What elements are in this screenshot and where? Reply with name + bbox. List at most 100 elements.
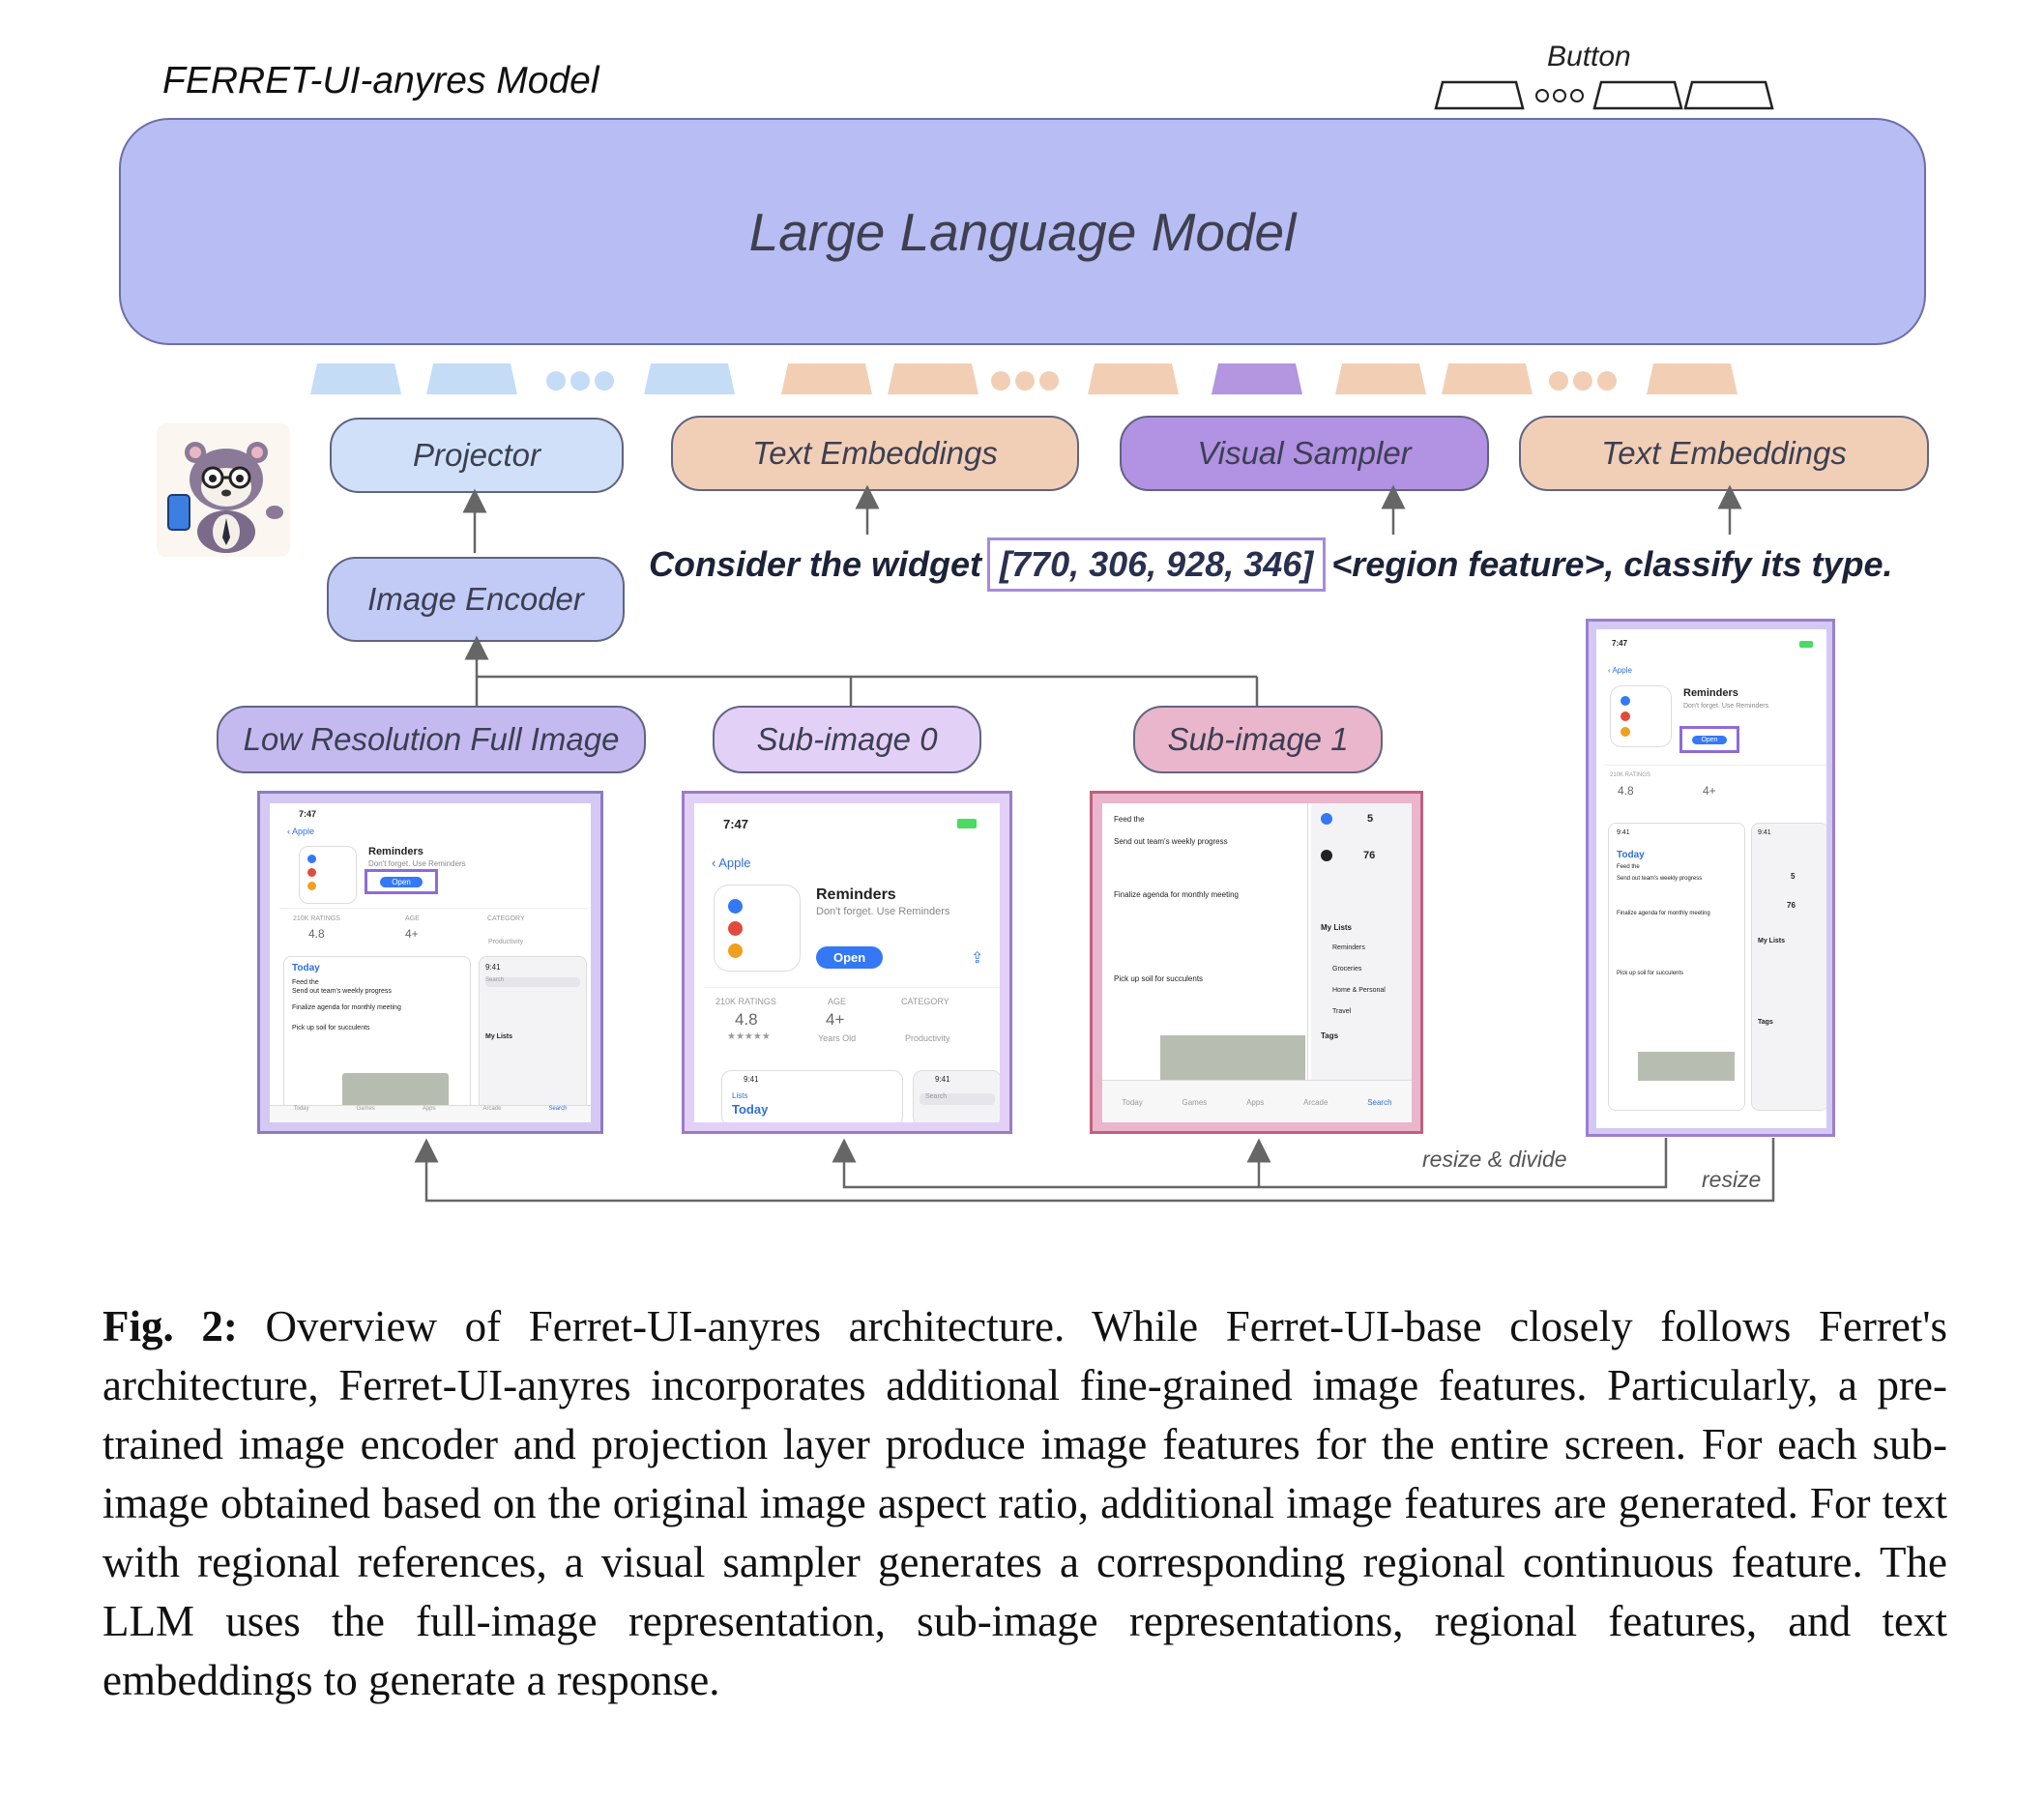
app-icon (1610, 685, 1672, 747)
image-token (644, 363, 735, 394)
age-value: 4+ (1703, 784, 1716, 798)
tab-arcade[interactable]: Arcade (482, 1106, 502, 1112)
rating-value: 4.8 (308, 927, 325, 941)
llm-label: Large Language Model (748, 201, 1297, 262)
input-token-row (310, 363, 1737, 394)
app-icon (714, 885, 801, 972)
category-label: CATEGORY (487, 915, 525, 922)
age-label: AGE (405, 915, 420, 922)
low-res-label-box: Low Resolution Full Image (217, 706, 646, 773)
llm-block: Large Language Model (119, 118, 1926, 345)
task-item: Pick up soil for succulents (1617, 971, 1684, 976)
share-icon[interactable]: ⇪ (971, 950, 984, 967)
chevron-left-icon: ‹ (712, 856, 719, 870)
ellipsis-dot (1553, 89, 1566, 102)
prompt-coordinates: [770, 306, 928, 346] (987, 537, 1327, 592)
rating-value: 4.8 (735, 1010, 758, 1029)
text-embeddings-box-1: Text Embeddings (671, 416, 1079, 491)
back-link: ‹ Apple (712, 856, 750, 870)
age-sub: Years Old (818, 1033, 857, 1043)
list-item[interactable]: Home & Personal (1332, 987, 1386, 994)
tab-apps[interactable]: Apps (1246, 1097, 1265, 1107)
search-field[interactable]: Search (920, 1093, 995, 1105)
text-token (888, 363, 978, 394)
prompt-suffix: <region feature>, classify its type. (1331, 544, 1893, 584)
ellipsis-dot (1549, 371, 1568, 391)
tab-apps[interactable]: Apps (422, 1106, 436, 1112)
chevron-left-icon: ‹ (287, 827, 293, 836)
today-heading: Today (292, 963, 320, 973)
text-embeddings-box-2: Text Embeddings (1519, 416, 1929, 491)
tab-games[interactable]: Games (1182, 1097, 1208, 1107)
tab-today[interactable]: Today (1122, 1097, 1143, 1107)
age-value: 4+ (826, 1010, 845, 1029)
task-item: Finalize agenda for monthly meeting (292, 1004, 401, 1011)
age-value: 4+ (405, 927, 419, 941)
sub-image-1: Feed the Send out team's weekly progress… (1090, 791, 1423, 1134)
category-label: CATEGORY (901, 997, 949, 1006)
status-time-2: 9:41 (744, 1075, 759, 1084)
text-token (1335, 363, 1426, 394)
text-token (1442, 363, 1533, 394)
ferret-mascot-icon (157, 423, 290, 557)
status-time: 7:47 (1612, 639, 1628, 648)
prompt-text: Consider the widget [770, 306, 928, 346]… (649, 537, 1893, 592)
my-lists-heading: My Lists (485, 1033, 513, 1040)
tab-arcade[interactable]: Arcade (1303, 1097, 1329, 1107)
app-icon (299, 846, 357, 904)
diagram-title: FERRET-UI-anyres Model (162, 60, 599, 102)
task-item: Feed the (292, 979, 319, 986)
low-res-image: 7:47 ‹ Apple Reminders Don't forget. Use… (257, 791, 603, 1134)
task-item: Finalize agenda for monthly meeting (1617, 911, 1710, 916)
open-button-highlight: Open (365, 869, 438, 894)
ellipsis-dot (546, 371, 566, 391)
tab-bar: Today Games Apps Arcade Search (270, 1105, 591, 1122)
resize-note: resize (1702, 1167, 1762, 1192)
app-name: Reminders (368, 846, 423, 857)
sub-image-1-label-box: Sub-image 1 (1133, 706, 1383, 773)
ellipsis-dot (570, 371, 590, 391)
reminders-screenshot: Today Feed the Send out team's weekly pr… (283, 956, 471, 1122)
battery-icon (1799, 641, 1813, 648)
lists-screenshot: 9:41 Search My Lists (479, 956, 587, 1122)
task-item: Send out team's weekly progress (1114, 837, 1228, 846)
image-encoder-box: Image Encoder (327, 557, 625, 642)
category-sub: Productivity (905, 1033, 950, 1043)
tab-search[interactable]: Search (1367, 1097, 1392, 1107)
prompt-prefix: Consider the widget (649, 544, 982, 584)
lists-link[interactable]: Lists (732, 1091, 748, 1100)
today-heading: Today (1617, 850, 1645, 860)
battery-icon (957, 819, 977, 828)
open-button[interactable]: Open (380, 876, 423, 887)
my-lists-heading: My Lists (1321, 923, 1353, 932)
open-button[interactable]: Open (816, 946, 884, 969)
task-item: Finalize agenda for monthly meeting (1114, 890, 1239, 899)
sub-image-0-label-box: Sub-image 0 (713, 706, 981, 773)
status-time-2: 9:41 (485, 963, 501, 972)
open-button[interactable]: Open (1692, 735, 1727, 744)
tab-today[interactable]: Today (293, 1106, 309, 1112)
app-subtitle: Don't forget. Use Reminders (368, 859, 466, 868)
text-token (781, 363, 872, 394)
list-item[interactable]: Travel (1332, 1008, 1352, 1015)
image-token (310, 363, 401, 394)
list-item[interactable]: Groceries (1332, 966, 1362, 973)
ellipsis-dot (1535, 89, 1549, 102)
ellipsis-dot (1039, 371, 1059, 391)
divide-path-0 (832, 1138, 1668, 1189)
list-item[interactable]: Reminders (1332, 944, 1365, 951)
ellipsis-dot (595, 371, 614, 391)
tab-search[interactable]: Search (548, 1106, 568, 1112)
ratings-label: 210K RATINGS (715, 997, 776, 1006)
output-tokens (1434, 80, 1774, 110)
back-link: ‹ Apple (1608, 666, 1632, 675)
sub-image-0: 7:47 ‹ Apple Reminders Don't forget. Use… (682, 791, 1012, 1134)
lists-screenshot: 9:41 5 76 My Lists Tags (1751, 823, 1826, 1111)
rating-value: 4.8 (1618, 784, 1634, 798)
plant-photo (1160, 1035, 1305, 1080)
status-time-2: 9:41 (1617, 829, 1630, 836)
tab-games[interactable]: Games (356, 1106, 375, 1112)
search-field[interactable]: Search (485, 977, 580, 987)
ellipsis-dot (991, 371, 1010, 391)
count-today: 5 (1367, 813, 1374, 825)
